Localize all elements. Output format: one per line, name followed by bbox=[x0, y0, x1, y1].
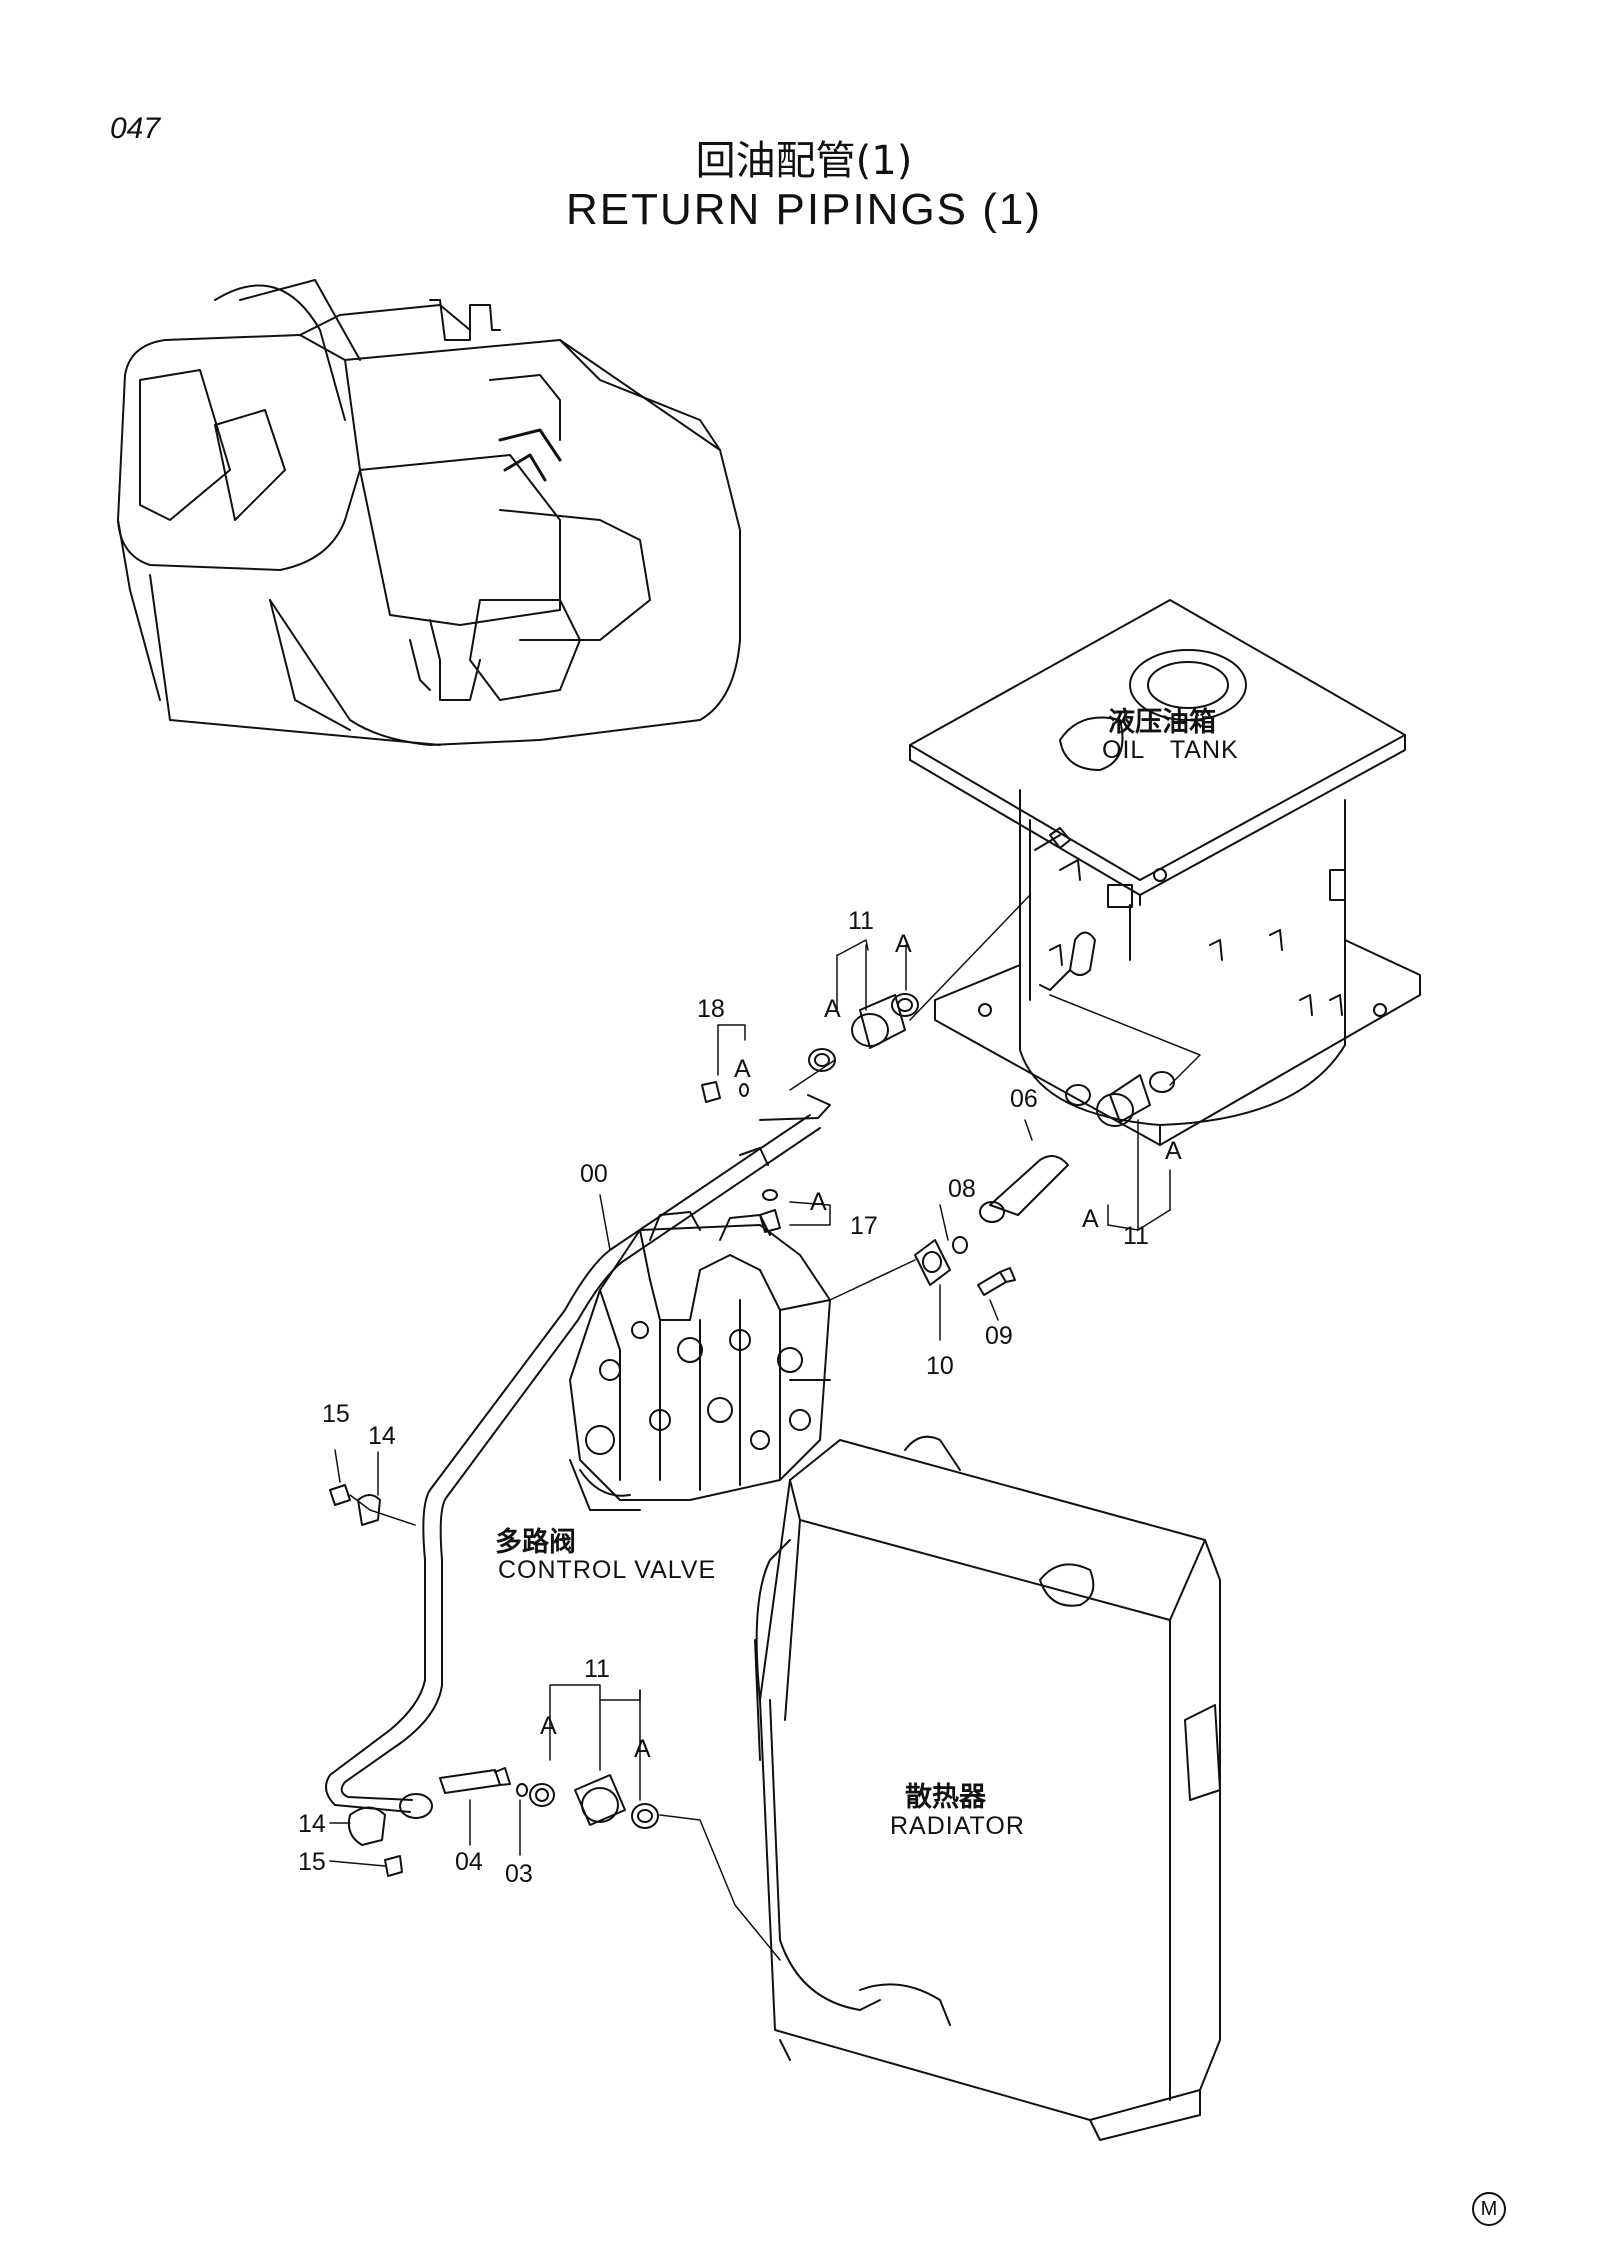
callout-11-top: 11 bbox=[848, 907, 874, 935]
radiator-label-cn: 散热器 bbox=[905, 1782, 986, 1813]
oil-tank-drawing bbox=[909, 599, 1421, 1146]
callout-a-top-left: A bbox=[824, 995, 841, 1023]
control-valve-label-en: CONTROL VALVE bbox=[498, 1556, 717, 1584]
callout-14-upper: 14 bbox=[368, 1422, 396, 1450]
callout-03: 03 bbox=[505, 1860, 533, 1888]
callout-a-right-upper: A bbox=[1165, 1137, 1182, 1165]
callout-08: 08 bbox=[948, 1175, 976, 1203]
callout-a-17: A bbox=[810, 1188, 827, 1216]
callout-10: 10 bbox=[926, 1352, 954, 1380]
callout-09: 09 bbox=[985, 1322, 1013, 1350]
excavator-overview bbox=[117, 279, 741, 746]
callout-15-lower: 15 bbox=[298, 1848, 326, 1876]
callout-17: 17 bbox=[850, 1212, 878, 1240]
page-number: 047 bbox=[110, 112, 161, 145]
oil-tank-label-cn: 液压油箱 bbox=[1108, 707, 1216, 738]
circled-m-mark: M bbox=[1472, 2192, 1506, 2226]
callout-04: 04 bbox=[455, 1848, 483, 1876]
page-title-en: RETURN PIPINGS (1) bbox=[565, 185, 1043, 234]
callout-00: 00 bbox=[580, 1160, 608, 1188]
callout-18: 18 bbox=[697, 995, 725, 1023]
callout-a-right-lower: A bbox=[1082, 1205, 1099, 1233]
callout-a-bottom-left: A bbox=[540, 1712, 557, 1740]
oil-tank-label-en: OIL TANK bbox=[1102, 736, 1239, 764]
radiator-drawing bbox=[754, 1435, 1221, 2141]
callout-a-18: A bbox=[734, 1055, 751, 1083]
callout-11-bottom: 11 bbox=[584, 1655, 610, 1683]
callout-15-upper: 15 bbox=[322, 1400, 350, 1428]
callout-a-bottom-right: A bbox=[634, 1735, 651, 1763]
control-valve-label-cn: 多路阀 bbox=[495, 1527, 576, 1558]
callout-a-top-right: A bbox=[895, 930, 912, 958]
callout-11-right: 11 bbox=[1123, 1222, 1149, 1250]
control-valve-drawing bbox=[569, 1211, 831, 1511]
callout-06: 06 bbox=[1010, 1085, 1038, 1113]
radiator-label-en: RADIATOR bbox=[890, 1812, 1025, 1840]
pipe-00-drawing bbox=[325, 1094, 831, 1819]
leader-lines bbox=[329, 894, 1201, 1961]
page-title-cn: 回油配管(1) bbox=[695, 138, 913, 184]
callout-14-lower: 14 bbox=[298, 1810, 326, 1838]
fittings-drawing bbox=[329, 993, 1175, 1877]
